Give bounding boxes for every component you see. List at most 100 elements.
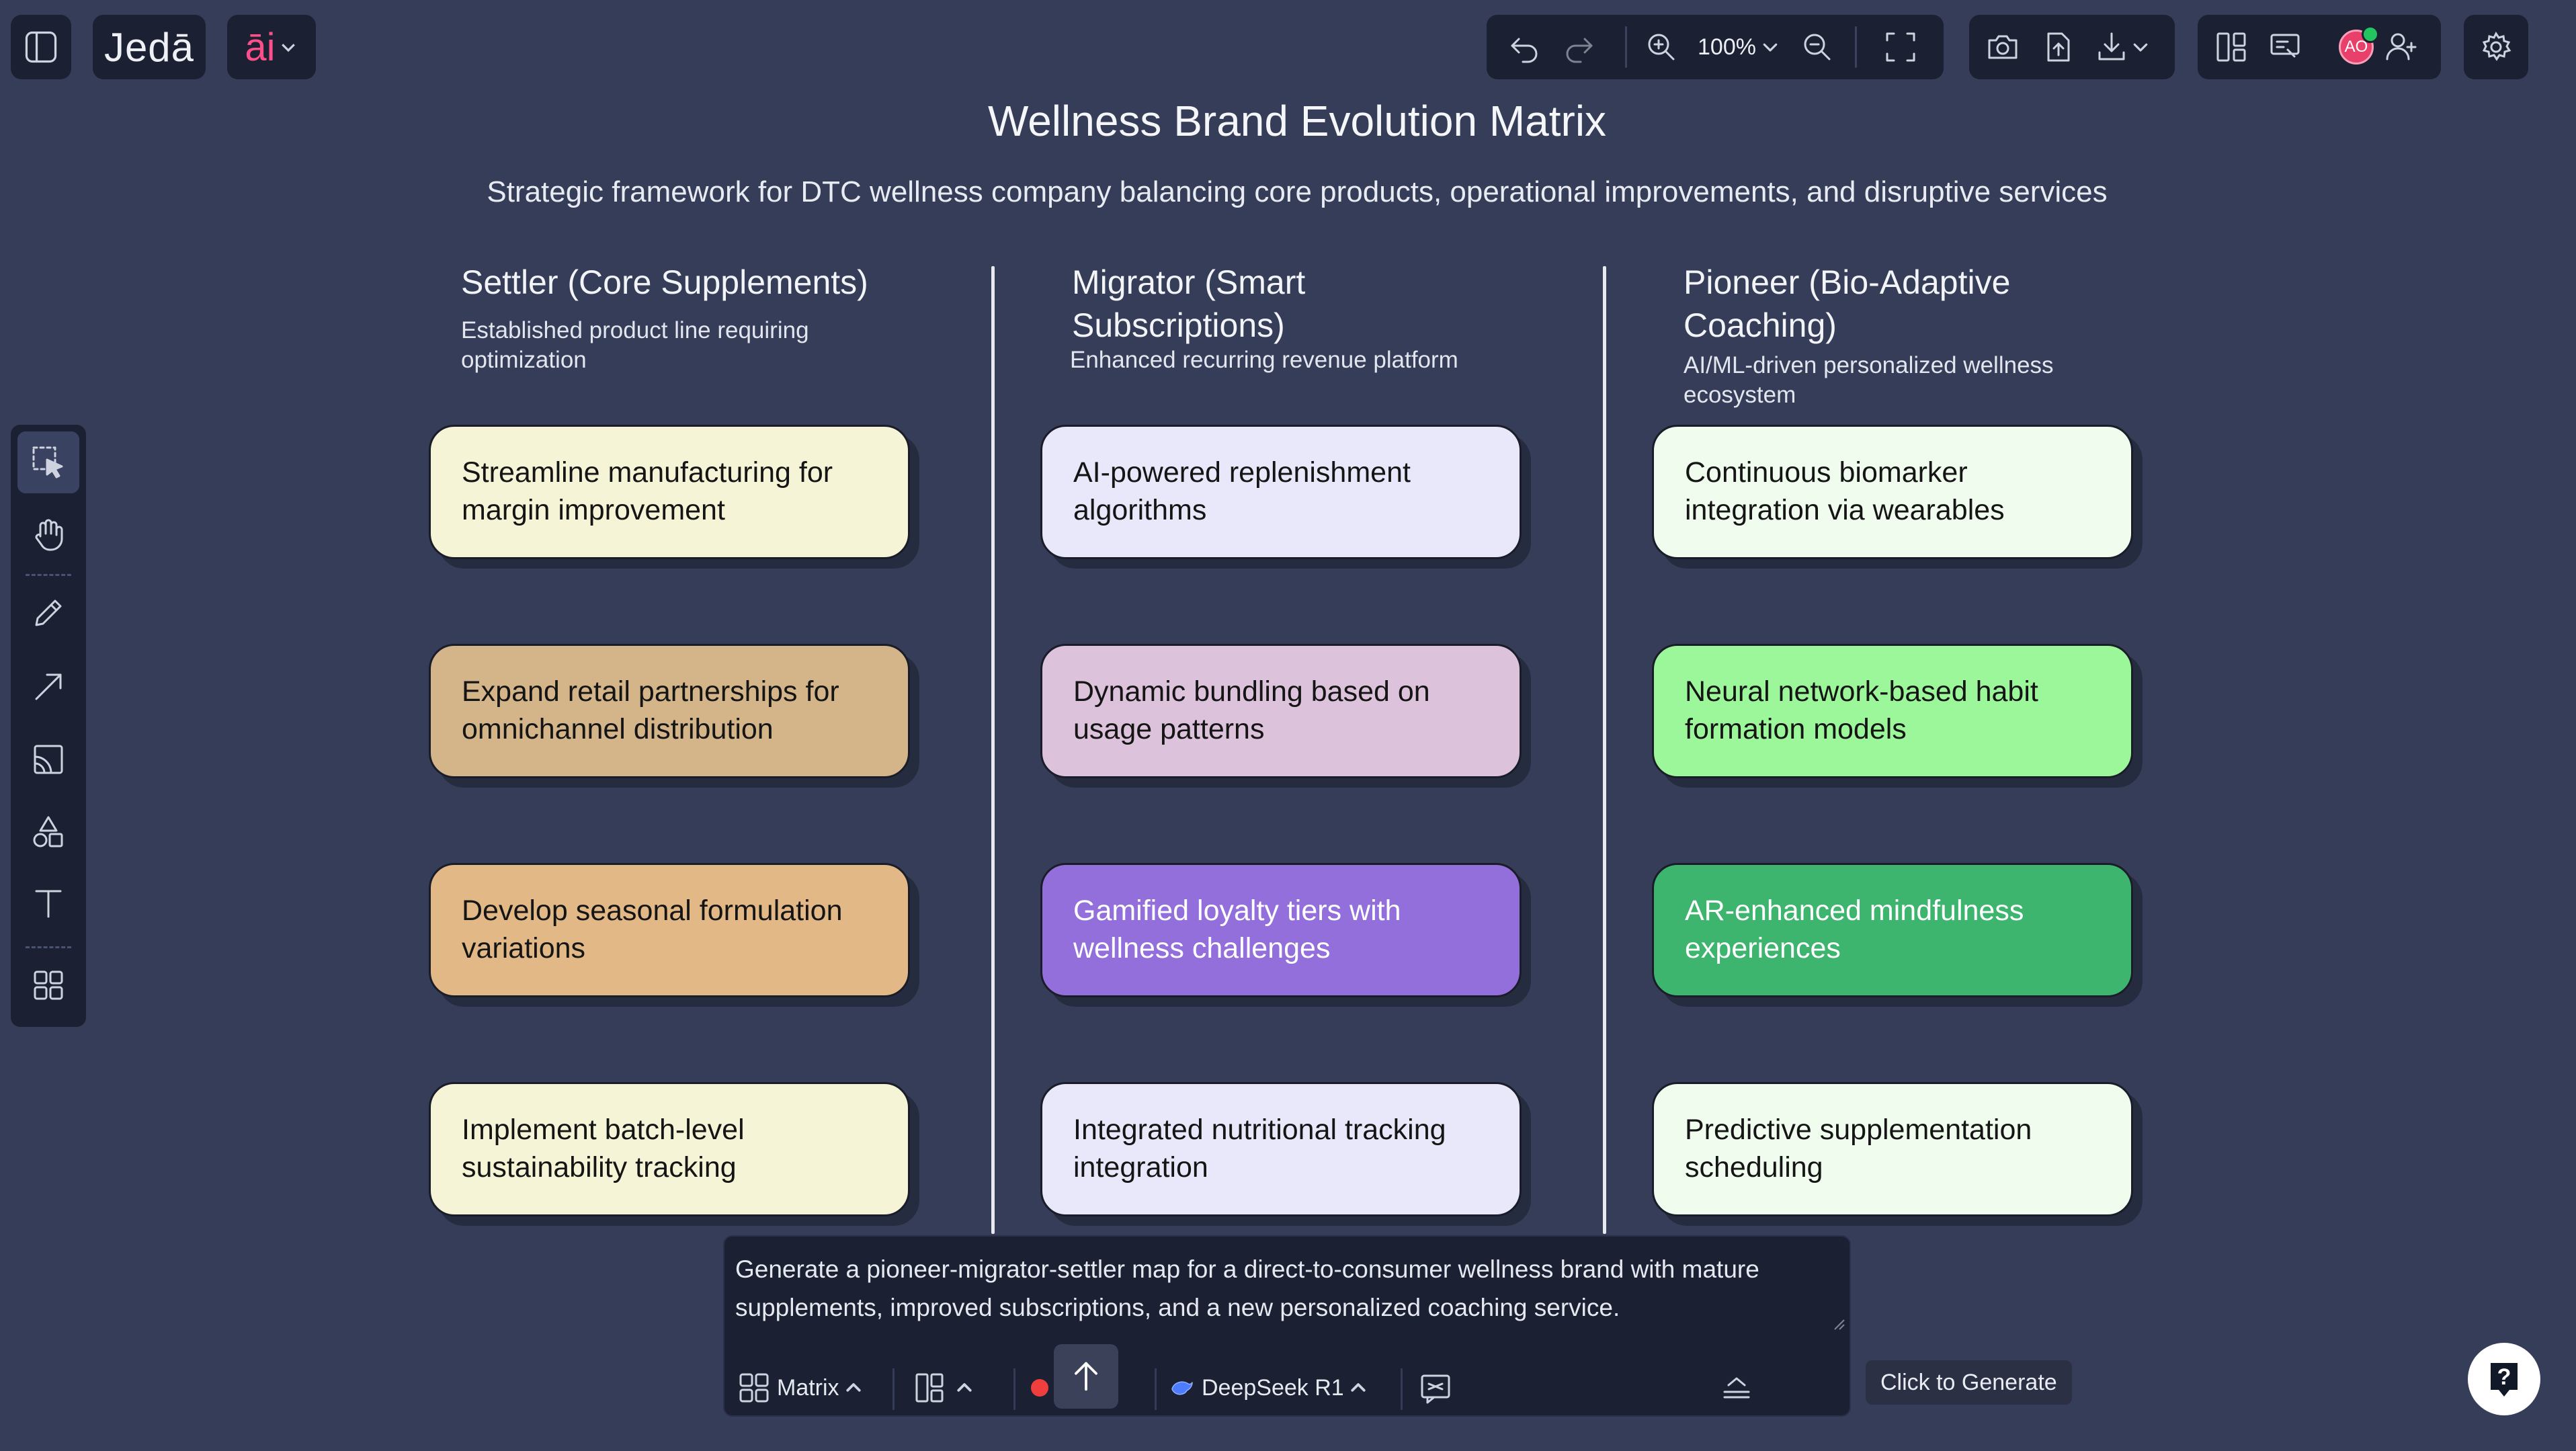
- chevron-up-icon: [845, 1383, 861, 1392]
- help-button[interactable]: ?: [2468, 1343, 2576, 1415]
- undo-button[interactable]: [1507, 30, 1542, 65]
- zoom-out-icon: [1804, 34, 1831, 60]
- toolbar-separator: [1855, 26, 1857, 68]
- help-icon: ?: [2468, 1343, 2540, 1415]
- record-indicator: [1031, 1379, 1048, 1397]
- matrix-card[interactable]: Expand retail partnerships for omnichann…: [429, 644, 910, 778]
- template-label: Matrix: [777, 1374, 839, 1401]
- fullscreen-icon: [1886, 32, 1915, 62]
- column-subtitle-migrator: Enhanced recurring revenue platform: [1070, 347, 1458, 373]
- prompt-separator: [892, 1368, 895, 1410]
- zoom-in-button[interactable]: [1644, 30, 1679, 65]
- chevron-down-icon: [1763, 43, 1778, 52]
- toolbar-separator: [1625, 26, 1627, 68]
- app-logo: Jedā: [103, 24, 195, 70]
- arrow-tool[interactable]: [17, 656, 79, 718]
- prompt-separator: [1155, 1368, 1157, 1410]
- shapes-tool[interactable]: [17, 801, 79, 863]
- zoom-level: 100%: [1698, 34, 1756, 60]
- collapse-icon: [1723, 1377, 1750, 1399]
- screenshot-button[interactable]: [1985, 30, 2020, 65]
- page-title: Wellness Brand Evolution Matrix: [987, 97, 1607, 145]
- download-icon: [2098, 32, 2125, 60]
- export-toolbar: [1969, 15, 2175, 79]
- chevron-up-icon: [1351, 1383, 1366, 1392]
- chevron-up-icon: [957, 1383, 972, 1392]
- ai-menu-button[interactable]: āi: [227, 15, 316, 79]
- chevron-down-icon: [281, 44, 295, 52]
- logo-button[interactable]: Jedā: [93, 15, 206, 79]
- select-cursor-icon: [32, 446, 63, 479]
- online-status-dot: [2362, 26, 2379, 43]
- edit-toolbar: 100%: [1487, 15, 1944, 79]
- column-subtitle-pioneer: AI/ML-driven personalized wellness ecosy…: [1684, 352, 2054, 408]
- sidebar-panel-icon: [25, 31, 57, 63]
- column-heading-settler: Settler (Core Supplements): [461, 263, 868, 301]
- upload-button[interactable]: [2040, 30, 2075, 65]
- column-divider: [1603, 266, 1606, 1234]
- zoom-in-icon: [1648, 34, 1675, 60]
- add-user-button[interactable]: [2384, 30, 2419, 65]
- pencil-icon: [35, 599, 62, 626]
- download-menu-button[interactable]: [2095, 30, 2151, 65]
- prompt-panel: Generate a pioneer-migrator-settler map …: [723, 1235, 1851, 1417]
- column-divider: [991, 266, 995, 1234]
- model-selector[interactable]: DeepSeek R1: [1169, 1364, 1368, 1411]
- deepseek-whale-icon: [1171, 1381, 1193, 1395]
- chat-icon: [1421, 1374, 1450, 1404]
- resize-handle-icon[interactable]: [1832, 1317, 1845, 1331]
- camera-icon: [1988, 35, 2018, 59]
- matrix-card[interactable]: AI-powered replenishment algorithms: [1040, 425, 1522, 559]
- redo-icon: [1566, 38, 1593, 63]
- gear-icon: [2482, 32, 2511, 61]
- chevron-down-icon: [2133, 43, 2148, 52]
- image-icon: [34, 745, 63, 774]
- matrix-card[interactable]: Implement batch-level sustainability tra…: [429, 1082, 910, 1216]
- layout-icon: [2216, 32, 2246, 62]
- matrix-template-icon: [739, 1373, 769, 1403]
- model-label: DeepSeek R1: [1202, 1374, 1344, 1401]
- view-toolbar: AO: [2198, 15, 2441, 79]
- matrix-card[interactable]: Continuous biomarker integration via wea…: [1652, 425, 2133, 559]
- sidebar-toggle-button[interactable]: [11, 15, 71, 79]
- redo-button[interactable]: [1562, 30, 1597, 65]
- column-heading-migrator: Migrator (Smart Subscriptions): [1072, 263, 1306, 344]
- fit-screen-button[interactable]: [1883, 30, 1918, 65]
- matrix-card[interactable]: Gamified loyalty tiers with wellness cha…: [1040, 863, 1522, 997]
- matrix-card[interactable]: Neural network-based habit formation mod…: [1652, 644, 2133, 778]
- grid-icon: [34, 970, 63, 1000]
- prompt-separator: [1401, 1368, 1403, 1410]
- matrix-card[interactable]: Streamline manufacturing for margin impr…: [429, 425, 910, 559]
- zoom-out-button[interactable]: [1800, 30, 1835, 65]
- matrix-card[interactable]: Develop seasonal formulation variations: [429, 863, 910, 997]
- components-tool[interactable]: [17, 954, 79, 1016]
- matrix-card[interactable]: Predictive supplementation scheduling: [1652, 1082, 2133, 1216]
- tool-separator: [26, 946, 71, 948]
- collapse-prompt-button[interactable]: [1719, 1364, 1754, 1411]
- chat-mode-button[interactable]: [1418, 1364, 1456, 1411]
- zoom-level-dropdown[interactable]: 100%: [1698, 28, 1780, 66]
- shapes-icon: [33, 816, 63, 847]
- tool-separator: [26, 574, 71, 576]
- svg-text:?: ?: [2497, 1364, 2511, 1390]
- image-tool[interactable]: [17, 729, 79, 790]
- present-button[interactable]: [2268, 30, 2302, 65]
- matrix-card[interactable]: Integrated nutritional tracking integrat…: [1040, 1082, 1522, 1216]
- pen-tool[interactable]: [17, 582, 79, 644]
- pan-tool[interactable]: [17, 504, 79, 566]
- file-upload-icon: [2047, 32, 2070, 62]
- page-subtitle: Strategic framework for DTC wellness com…: [487, 175, 2108, 208]
- matrix-card[interactable]: Dynamic bundling based on usage patterns: [1040, 644, 1522, 778]
- template-selector[interactable]: Matrix: [738, 1364, 864, 1411]
- layout-selector[interactable]: [914, 1364, 974, 1411]
- settings-button[interactable]: [2464, 15, 2528, 79]
- prompt-separator: [1013, 1368, 1015, 1410]
- select-tool[interactable]: [17, 431, 79, 493]
- layout-button[interactable]: [2214, 30, 2249, 65]
- text-tool[interactable]: [17, 872, 79, 934]
- matrix-card[interactable]: AR-enhanced mindfulness experiences: [1652, 863, 2133, 997]
- prompt-input[interactable]: Generate a pioneer-migrator-settler map …: [735, 1255, 1759, 1321]
- hand-icon: [35, 519, 63, 551]
- generate-button[interactable]: [1054, 1344, 1118, 1409]
- column-subtitle-settler: Established product line requiring optim…: [461, 317, 809, 373]
